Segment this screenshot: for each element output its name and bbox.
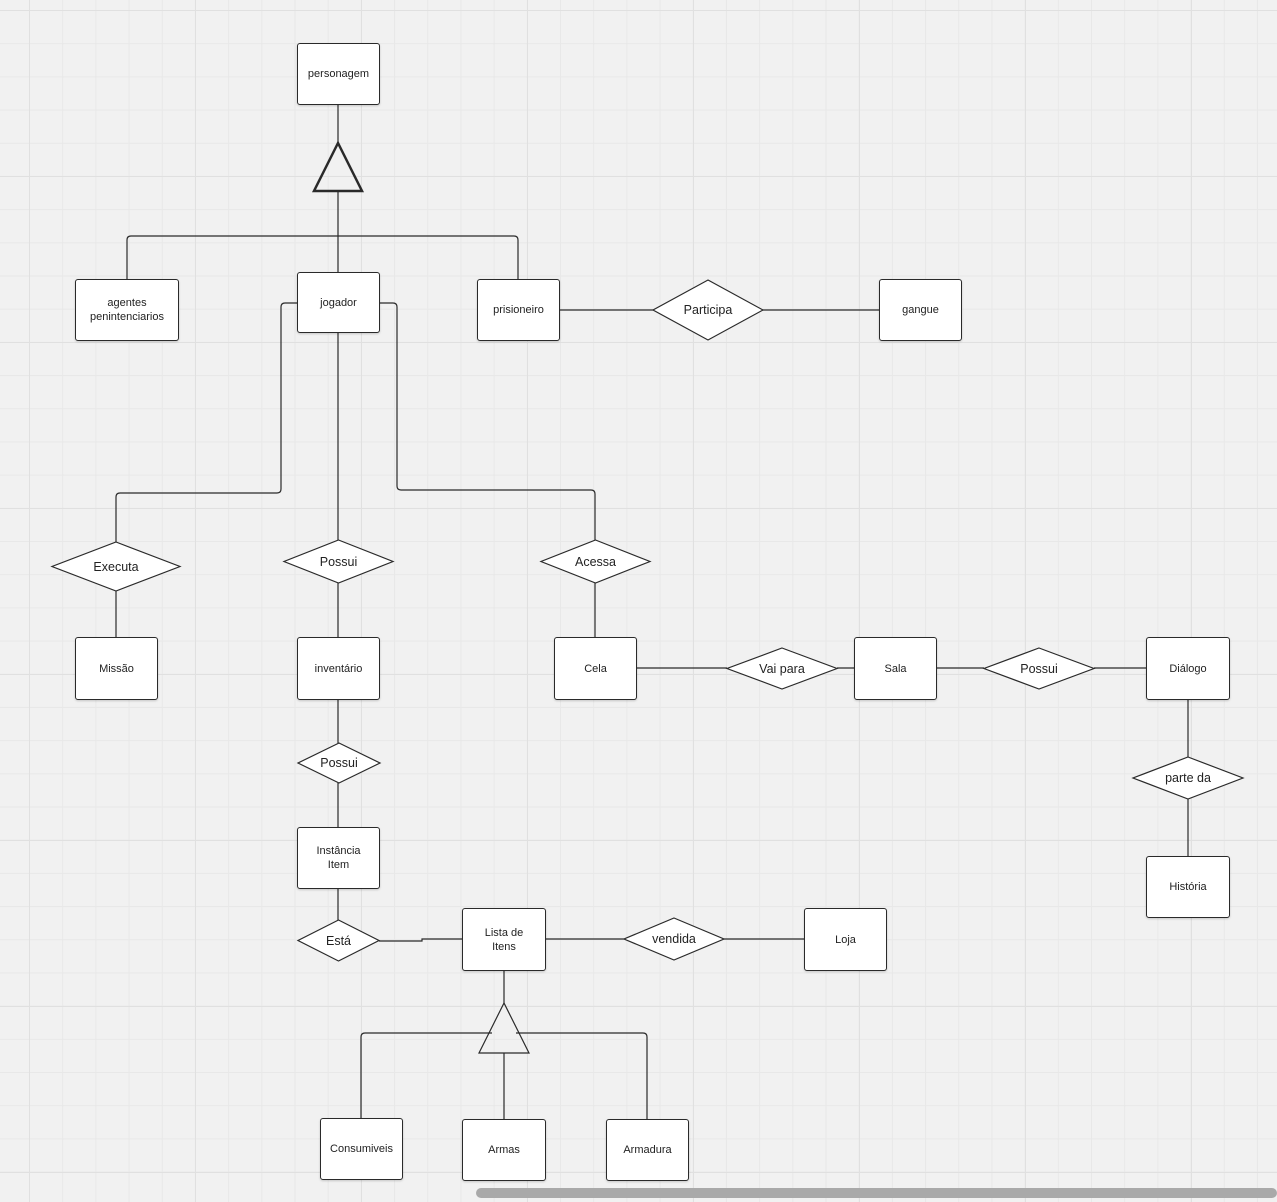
entity-agentes-penintenciarios[interactable]: agentes penintenciarios [75,279,179,341]
entity-inventario[interactable]: inventário [297,637,380,700]
entity-loja[interactable]: Loja [804,908,887,971]
entity-label: Loja [835,933,856,946]
diamond-shape [982,647,1096,690]
entity-label: Sala [884,662,907,675]
entity-label: Cela [584,662,607,675]
relationship-label: Vai para [759,661,805,676]
entity-label: Armas [488,1144,520,1156]
entity-jogador[interactable]: jogador [297,272,380,333]
relationship-executa[interactable]: Executa [50,541,182,592]
entity-label: jogador [320,296,357,309]
relationship-label: Possui [1020,661,1058,676]
diamond-shape [1131,756,1245,800]
entity-sala[interactable]: Sala [854,637,937,700]
entity-label: Diálogo [1169,662,1207,675]
entity-missao[interactable]: Missão [75,637,158,700]
entity-dialogo[interactable]: Diálogo [1146,637,1230,700]
relationship-parte-da[interactable]: parte da [1131,756,1245,800]
relationship-participa[interactable]: Participa [651,279,765,341]
relationship-label: Acessa [575,554,616,569]
diamond-shape [725,647,839,690]
diamond-shape [296,919,381,962]
entity-label: Instância Item [316,845,361,871]
relationship-vendida[interactable]: vendida [622,917,726,961]
diamond-shape [651,279,765,341]
relationship-vai-para[interactable]: Vai para [725,647,839,690]
entity-label: Lista de Itens [484,926,524,953]
relationship-label: Executa [93,559,139,574]
entity-historia[interactable]: História [1146,856,1230,918]
relationship-esta[interactable]: Está [296,919,381,962]
diamond-shape [50,541,182,592]
inheritance-triangle-personagem [311,140,365,193]
entity-label: História [1169,881,1207,893]
diamond-shape [296,742,382,784]
relationship-possui-jogador[interactable]: Possui [282,539,395,584]
entity-label: personagem [307,68,370,80]
entity-lista-de-itens[interactable]: Lista de Itens [462,908,546,971]
entity-cela[interactable]: Cela [554,637,637,700]
entity-label: Armadura [623,1144,672,1156]
horizontal-scrollbar[interactable] [476,1188,1277,1198]
entity-label: gangue [902,304,939,316]
relationship-label: vendida [652,932,696,946]
diamond-shape [622,917,726,961]
relationship-label: Está [325,933,351,948]
entity-label: Consumiveis [330,1143,393,1155]
entity-instancia-item[interactable]: Instância Item [297,827,380,889]
entity-label: Missão [99,662,134,675]
inheritance-triangle-itens [478,1001,530,1054]
relationship-label: Possui [320,756,358,770]
diamond-shape [282,539,395,584]
entity-gangue[interactable]: gangue [879,279,962,341]
entity-prisioneiro[interactable]: prisioneiro [477,279,560,341]
entity-armas[interactable]: Armas [462,1119,546,1181]
entity-personagem[interactable]: personagem [297,43,380,105]
entity-label: agentes penintenciarios [90,297,164,323]
entity-label: prisioneiro [493,304,544,316]
entity-label: inventário [314,662,363,675]
diamond-shape [539,539,652,584]
relationship-possui-sala[interactable]: Possui [982,647,1096,690]
relationship-acessa[interactable]: Acessa [539,539,652,584]
relationship-possui-inventario[interactable]: Possui [296,742,382,784]
relationship-label: Participa [683,303,733,317]
relationship-label: parte da [1165,771,1211,785]
entity-armadura[interactable]: Armadura [606,1119,689,1181]
entity-consumiveis[interactable]: Consumiveis [320,1118,403,1180]
relationship-label: Possui [319,554,358,569]
